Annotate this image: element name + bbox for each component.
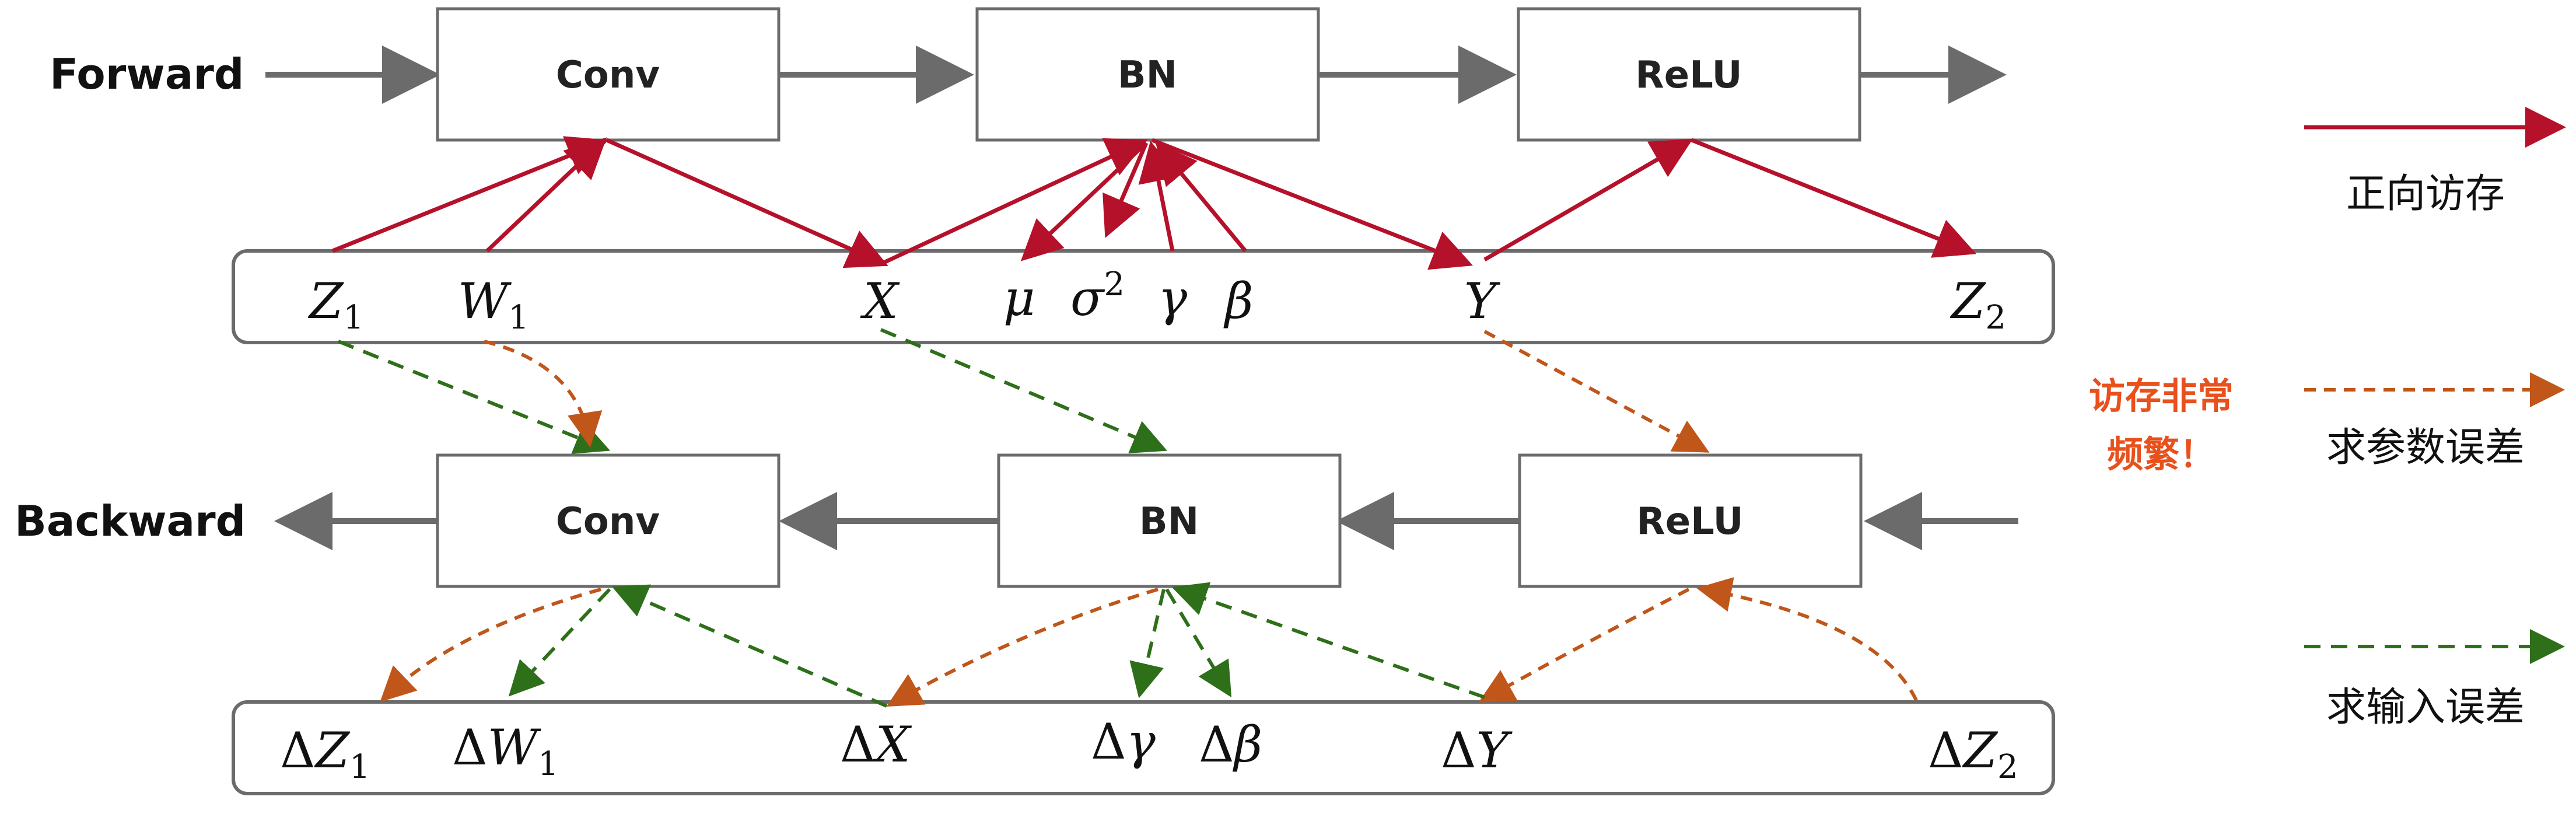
- legend-input-error-label: 求输入误差: [2326, 684, 2525, 731]
- mem-dz1: ΔZ1: [280, 722, 370, 786]
- forward-relu-label: ReLU: [1635, 54, 1742, 97]
- access-y-to-relu: [1483, 138, 1693, 262]
- forward-conv-label: Conv: [556, 54, 660, 97]
- input-error-conv-to-dw1: [508, 588, 611, 697]
- param-error-relu-to-dy: [1478, 588, 1690, 703]
- access-bn-to-mu: [1020, 141, 1148, 261]
- access-beta-to-bn: [1156, 142, 1247, 253]
- param-error-bn-to-dx: [886, 588, 1158, 707]
- forward-row-label: Forward: [50, 50, 244, 99]
- access-w1-to-conv: [485, 137, 607, 253]
- note-line-1: 访存非常: [2089, 375, 2234, 417]
- param-error-y-to-relu: [1483, 330, 1710, 453]
- mem-x: X: [860, 273, 900, 330]
- backward-memory-labels: ΔZ1 ΔW1 ΔX Δγ Δβ ΔY ΔZ2: [280, 713, 2018, 786]
- note-line-2: 频繁！: [2107, 433, 2216, 476]
- input-error-dy-to-bn: [1171, 582, 1485, 699]
- backward-conv-box: Conv: [436, 453, 780, 588]
- forward-memory-labels: Z1 W1 X μ σ2 γ β Y Z2: [307, 265, 2006, 337]
- access-relu-to-z2: [1690, 138, 1976, 258]
- mem-beta: β: [1223, 273, 1254, 330]
- mem-z2: Z2: [1950, 273, 2006, 337]
- legend-item-param-error: 求参数误差: [2304, 372, 2565, 471]
- backward-relu-box: ReLU: [1518, 453, 1863, 588]
- legend-item-forward-access: 正向访存: [2304, 107, 2566, 217]
- legend-forward-access-label: 正向访存: [2346, 171, 2505, 217]
- forward-access-arrows: [331, 136, 1976, 270]
- mem-mu: μ: [1003, 270, 1035, 327]
- param-error-arrows-upper: [484, 330, 1710, 453]
- mem-dz2: ΔZ2: [1928, 722, 2018, 786]
- input-error-dx-to-conv: [611, 584, 888, 708]
- access-x-to-bn: [883, 138, 1148, 265]
- input-error-bn-to-dgamma: [1129, 589, 1166, 698]
- mem-dy: ΔY: [1441, 722, 1513, 779]
- frequent-access-note: 访存非常 频繁！: [2089, 375, 2234, 476]
- mem-y: Y: [1464, 273, 1501, 330]
- param-error-w1-to-conv: [484, 340, 603, 448]
- backward-memory-bar: [232, 700, 2055, 795]
- backward-bn-box: BN: [997, 453, 1342, 588]
- forward-bn-box: BN: [975, 7, 1320, 142]
- backward-row-label: Backward: [15, 497, 246, 546]
- input-error-bn-to-dbeta: [1165, 588, 1232, 698]
- forward-conv-box: Conv: [436, 7, 780, 142]
- legend: 正向访存 求参数误差 求输入误差: [2304, 107, 2566, 731]
- input-error-z1-to-conv: [337, 340, 611, 454]
- backward-relu-label: ReLU: [1636, 500, 1743, 543]
- mem-w1: W1: [458, 273, 529, 337]
- forward-relu-box: ReLU: [1517, 7, 1861, 142]
- mem-dw1: ΔW1: [452, 719, 559, 783]
- backward-conv-label: Conv: [556, 500, 660, 543]
- legend-item-input-error: 求输入误差: [2304, 629, 2565, 731]
- access-bn-to-y: [1151, 138, 1474, 270]
- access-conv-to-x: [606, 138, 888, 268]
- backward-bn-label: BN: [1139, 500, 1199, 543]
- input-error-x-to-bn: [880, 328, 1168, 453]
- param-error-arrows-lower: [380, 577, 1918, 707]
- legend-param-error-label: 求参数误差: [2326, 425, 2525, 471]
- mem-z1: Z1: [307, 273, 364, 337]
- access-gamma-to-bn: [1138, 141, 1179, 251]
- input-error-arrows-upper: [337, 328, 1168, 454]
- mem-sigma2: σ2: [1070, 265, 1125, 327]
- input-error-arrows-lower: [508, 582, 1485, 708]
- mem-gamma: γ: [1158, 270, 1188, 327]
- forward-memory-bar: [232, 249, 2055, 344]
- param-error-dz2-to-relu: [1696, 577, 1918, 701]
- mem-dx: ΔX: [840, 716, 912, 773]
- mem-dbeta: Δβ: [1199, 716, 1262, 773]
- mem-dgamma: Δγ: [1091, 713, 1156, 770]
- param-error-conv-to-dz1: [380, 588, 601, 703]
- access-z1-to-conv: [331, 136, 608, 253]
- forward-bn-label: BN: [1118, 54, 1177, 97]
